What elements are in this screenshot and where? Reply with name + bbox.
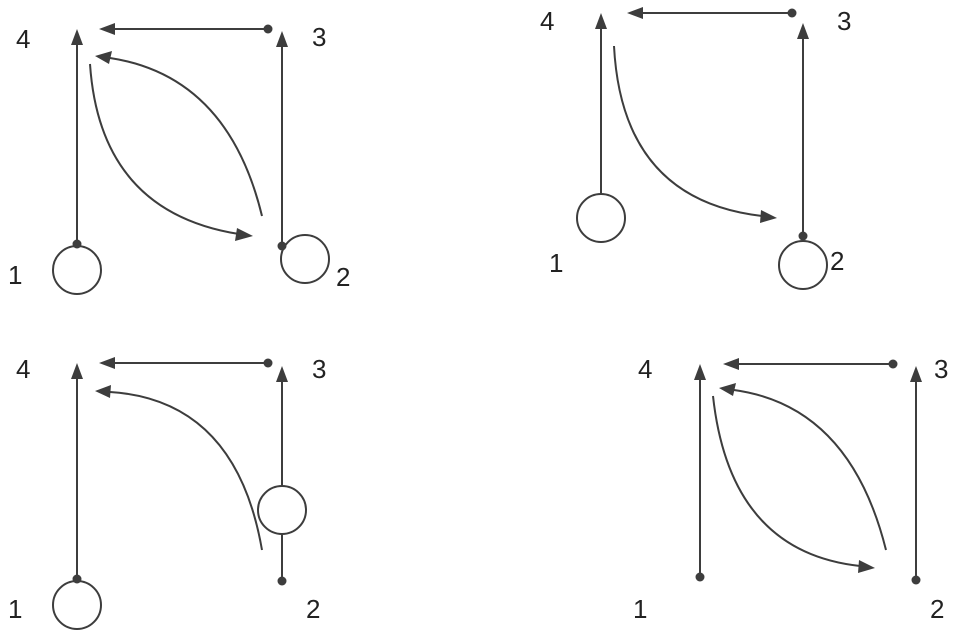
panel-2-self-loop-1	[576, 193, 626, 243]
panel-4-edge-4-to-2	[712, 395, 875, 573]
panel-1-label-3: 3	[312, 22, 326, 52]
panel-2-label-4: 4	[540, 6, 554, 36]
panel-4-edge-3-to-4	[723, 358, 893, 370]
panel-3-edge-2-to-3	[276, 366, 288, 581]
panel-3-self-loop-2	[257, 485, 307, 535]
panel-4: 1 2 3 4	[633, 354, 948, 624]
panel-2-edge-4-to-2	[613, 45, 777, 223]
panel-2-label-1: 1	[549, 248, 563, 278]
panel-3-node-1-dot	[72, 574, 82, 584]
panel-1-edge-1-to-4	[71, 29, 83, 244]
panel-2-node-2-dot	[798, 231, 808, 241]
panel-4-edge-1-to-4	[694, 364, 706, 577]
panel-3: 1 2 3 4	[8, 354, 326, 630]
panel-4-edge-2-to-4	[719, 383, 887, 551]
panel-1-label-2: 2	[336, 262, 350, 292]
panel-4-label-3: 3	[934, 354, 948, 384]
panel-1-edge-2-to-4	[95, 51, 263, 217]
panel-1-edge-4-to-2	[89, 63, 253, 241]
panel-3-edge-1-to-4	[71, 363, 83, 579]
panel-1-edge-3-to-4	[99, 23, 268, 35]
panel-4-node-3-dot	[888, 359, 898, 369]
panel-4-label-2: 2	[930, 594, 944, 624]
panel-2-label-3: 3	[837, 6, 851, 36]
panel-1-self-loop-1	[52, 245, 102, 295]
panel-4-node-1-dot	[695, 572, 705, 582]
panel-3-label-1: 1	[8, 594, 22, 624]
panel-3-node-2-dot	[277, 576, 287, 586]
panel-2-edge-1-to-4	[595, 13, 607, 194]
panel-3-label-3: 3	[312, 354, 326, 384]
panel-2-edge-2-to-3	[797, 23, 809, 236]
panel-3-label-4: 4	[16, 354, 30, 384]
panel-3-edge-2-to-4	[95, 385, 263, 551]
panel-1-node-3-dot	[263, 24, 273, 34]
panel-4-label-1: 1	[633, 594, 647, 624]
panel-3-self-loop-1	[52, 580, 102, 630]
panel-2-node-3-dot	[787, 8, 797, 18]
panel-4-label-4: 4	[638, 354, 652, 384]
panel-3-label-2: 2	[306, 594, 320, 624]
panel-3-edge-3-to-4	[99, 357, 268, 369]
panel-2: 1 2 3 4	[540, 6, 851, 290]
panel-4-edge-2-to-3	[910, 366, 922, 580]
panel-1-self-loop-2	[280, 234, 330, 284]
panel-1-node-2-dot	[277, 241, 287, 251]
panel-1-edge-2-to-3	[276, 31, 288, 246]
panel-2-self-loop-2	[778, 240, 828, 290]
panel-1-label-4: 4	[16, 24, 30, 54]
panel-1: 1 2 3 4	[8, 22, 350, 295]
panel-3-node-3-dot	[263, 358, 273, 368]
panel-2-label-2: 2	[830, 246, 844, 276]
panel-1-label-1: 1	[8, 260, 22, 290]
panel-4-node-2-dot	[911, 575, 921, 585]
panel-1-node-1-dot	[72, 239, 82, 249]
panel-2-edge-3-to-4	[627, 7, 792, 19]
